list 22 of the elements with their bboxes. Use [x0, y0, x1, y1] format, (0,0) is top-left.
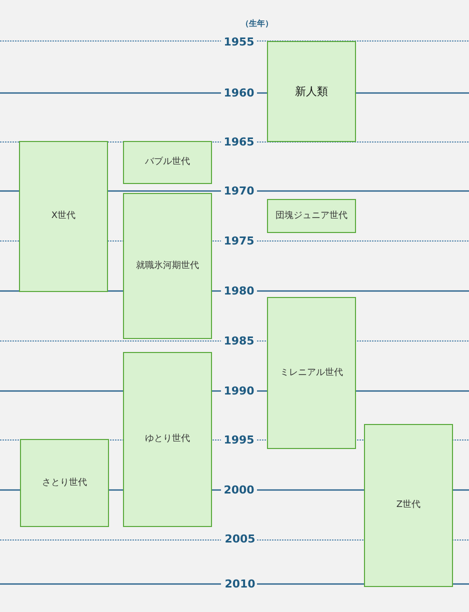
year-label: 1990 — [224, 386, 254, 396]
year-label: 1975 — [224, 236, 254, 246]
year-label: 1985 — [224, 336, 254, 346]
year-label: 2005 — [224, 534, 256, 544]
year-label: 1955 — [224, 36, 254, 48]
year-label: 1980 — [224, 286, 254, 296]
year-label: 1970 — [224, 186, 254, 196]
generation-box: 就職氷河期世代 — [123, 193, 212, 339]
generation-box: Z世代 — [364, 424, 453, 587]
year-label: 1995 — [224, 434, 254, 446]
year-label: 2010 — [224, 578, 256, 590]
generation-box: X世代 — [19, 141, 108, 292]
year-label: 1965 — [224, 136, 254, 148]
generation-box: 新人類 — [267, 41, 356, 142]
year-label: 1960 — [224, 88, 254, 98]
generation-box: バブル世代 — [123, 141, 212, 184]
year-label: 2000 — [224, 484, 254, 496]
axis-unit-label: （生年） — [241, 20, 273, 28]
generation-box: ゆとり世代 — [123, 352, 212, 527]
generation-box: 団塊ジュニア世代 — [267, 199, 356, 233]
generation-box: ミレニアル世代 — [267, 297, 356, 449]
generation-box: さとり世代 — [20, 439, 109, 527]
